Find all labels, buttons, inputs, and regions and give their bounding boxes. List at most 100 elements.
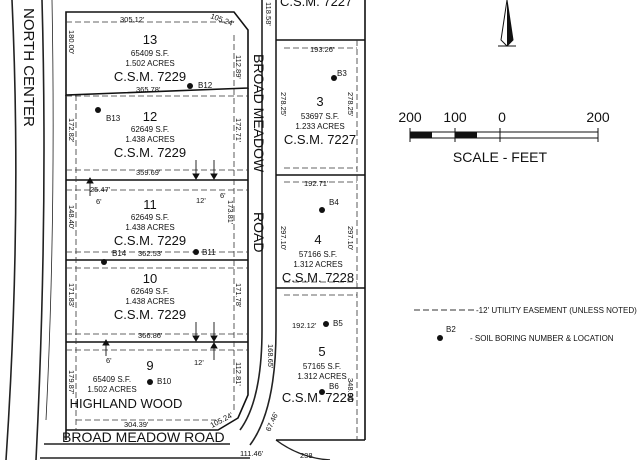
dim-side-172-71: 172.71' bbox=[234, 118, 243, 143]
legend: -12' UTILITY EASEMENT (UNLESS NOTED) B2 … bbox=[414, 306, 637, 343]
lot-csm: C.S.M. 7229 bbox=[114, 69, 186, 84]
lot-csm: C.S.M. 7229 bbox=[114, 233, 186, 248]
scale-tick-label: 200 bbox=[586, 109, 610, 125]
lot-number: 4 bbox=[314, 232, 321, 247]
dim-line-366: 366.86' bbox=[138, 331, 163, 340]
lot-3: 3 53697 S.F. 1.233 ACRES C.S.M. 7227 bbox=[284, 94, 356, 147]
dim-6-a: 6' bbox=[220, 191, 226, 200]
dim-r-192-71: 192.71' bbox=[304, 179, 329, 188]
dim-side-148: 148.40' bbox=[67, 205, 76, 230]
dim-r-192-12: 192.12' bbox=[292, 321, 317, 330]
boring-b4: B4 bbox=[319, 198, 339, 213]
boring-label: B11 bbox=[202, 248, 216, 257]
lot-csm: C.S.M. 7228 bbox=[282, 270, 354, 285]
boring-b6: B6 bbox=[319, 382, 339, 395]
lot-acres: 1.312 ACRES bbox=[293, 260, 342, 269]
broad-meadow-bottom-label: BROAD MEADOW ROAD bbox=[62, 429, 225, 445]
lot-area-sf: 65409 S.F. bbox=[93, 375, 131, 384]
dim-r-168: 168.65' bbox=[266, 344, 275, 369]
lot-11: 11 62649 S.F. 1.438 ACRES C.S.M. 7229 bbox=[114, 197, 186, 248]
lot-acres: 1.312 ACRES bbox=[297, 372, 346, 381]
boring-b3: B3 bbox=[331, 69, 347, 81]
north-arrow-icon bbox=[498, 0, 516, 47]
dimension-labels: 305.12' 105.24' 118.58' 180.00' 112.89' … bbox=[67, 2, 355, 460]
lot-acres: 1.502 ACRES bbox=[125, 59, 174, 68]
dim-side-112-top: 112.89' bbox=[234, 55, 243, 79]
dim-line-362: 362.53' bbox=[138, 249, 163, 258]
boring-b14: B14 bbox=[101, 249, 127, 265]
boring-label: B4 bbox=[329, 198, 339, 207]
lot-csm: C.S.M. 7228 bbox=[282, 390, 354, 405]
dim-top-305: 305.12' bbox=[120, 15, 145, 24]
boring-legend-label: - SOIL BORING NUMBER & LOCATION bbox=[470, 334, 614, 343]
dim-12-a: 12' bbox=[196, 196, 206, 205]
boring-b13: B13 bbox=[95, 107, 121, 123]
easement-legend-label: -12' UTILITY EASEMENT (UNLESS NOTED) bbox=[476, 306, 637, 315]
lot-area-sf: 65409 S.F. bbox=[131, 49, 169, 58]
dim-top-105: 105.24' bbox=[209, 11, 236, 28]
lot-acres: 1.502 ACRES bbox=[87, 385, 136, 394]
broad-meadow-road-bottom bbox=[40, 439, 331, 460]
lot-area-sf: 53697 S.F. bbox=[301, 112, 339, 121]
lot-lines-west bbox=[65, 11, 249, 440]
scale-tick-label: 200 bbox=[398, 109, 422, 125]
dim-r-278-a: 278.25' bbox=[279, 92, 288, 117]
boring-label: B3 bbox=[337, 69, 347, 78]
north-center-label: NORTH CENTER bbox=[20, 8, 37, 127]
lot-number: 12 bbox=[143, 109, 157, 124]
lot-acres: 1.233 ACRES bbox=[295, 122, 344, 131]
lot-13: 13 65409 S.F. 1.502 ACRES C.S.M. 7229 bbox=[114, 32, 186, 84]
lot-9: 9 65409 S.F. 1.502 ACRES HIGHLAND WOOD bbox=[70, 358, 183, 411]
dim-side-179: 179.87' bbox=[67, 370, 76, 395]
dim-6-c: 6' bbox=[106, 356, 112, 365]
boring-legend-id: B2 bbox=[446, 325, 456, 334]
dim-12-b: 12' bbox=[194, 358, 204, 367]
dim-r-297-b: 297.10' bbox=[346, 226, 355, 251]
lot-number: 3 bbox=[316, 94, 323, 109]
dim-side-180: 180.00' bbox=[67, 30, 76, 55]
lot-acres: 1.438 ACRES bbox=[125, 135, 174, 144]
easement-lines-east bbox=[284, 40, 358, 440]
lot-csm: C.S.M. 7227 bbox=[284, 132, 356, 147]
dim-side-171-78: 171.78' bbox=[234, 283, 243, 308]
lot-number: 11 bbox=[143, 197, 157, 212]
lot-12: 12 62649 S.F. 1.438 ACRES C.S.M. 7229 bbox=[114, 109, 186, 160]
dimension-arrows bbox=[86, 160, 218, 360]
scale-bar: 200 100 0 200 SCALE - FEET bbox=[398, 109, 610, 165]
dim-top-118: 118.58' bbox=[264, 2, 273, 26]
boring-label: B5 bbox=[333, 319, 343, 328]
lot-4: 4 57166 S.F. 1.312 ACRES C.S.M. 7228 bbox=[282, 232, 354, 285]
dim-bottom-304: 304.39' bbox=[124, 420, 149, 429]
boring-label: B14 bbox=[112, 249, 127, 258]
boring-b12: B12 bbox=[187, 81, 213, 90]
lot-5: 5 57165 S.F. 1.312 ACRES C.S.M. 7228 bbox=[282, 344, 354, 405]
boring-b11: B11 bbox=[193, 248, 216, 257]
broad-meadow-vertical-label: BROAD MEADOW bbox=[251, 54, 267, 173]
dim-line-359: 359.69' bbox=[136, 168, 161, 177]
lot-lines-east bbox=[276, 0, 366, 441]
dim-r-278-b: 278.25' bbox=[346, 92, 355, 117]
dim-side-173: 173.81' bbox=[226, 200, 235, 225]
lot-number: 10 bbox=[143, 271, 157, 286]
lot-area-sf: 62649 S.F. bbox=[131, 213, 169, 222]
lot-csm: HIGHLAND WOOD bbox=[70, 396, 183, 411]
lot-acres: 1.438 ACRES bbox=[125, 297, 174, 306]
lot-number: 9 bbox=[146, 358, 153, 373]
lot-area-sf: 57166 S.F. bbox=[299, 250, 337, 259]
lot-area-sf: 57165 S.F. bbox=[303, 362, 341, 371]
lot-number: 13 bbox=[143, 32, 157, 47]
lot-number: 5 bbox=[318, 344, 325, 359]
boring-b5: B5 bbox=[323, 319, 343, 328]
dim-r-193: 193.26' bbox=[310, 45, 335, 54]
lot-csm: C.S.M. 7229 bbox=[114, 145, 186, 160]
boring-b10: B10 bbox=[147, 377, 172, 386]
scale-label: SCALE - FEET bbox=[453, 149, 548, 165]
boring-label: B12 bbox=[198, 81, 213, 90]
top-right-csm-label: C.S.M. 7227 bbox=[280, 0, 352, 9]
dim-r-297: 297.10' bbox=[279, 226, 288, 251]
dim-side-112-bot: 112.81' bbox=[234, 362, 243, 386]
boring-label: B6 bbox=[329, 382, 339, 391]
broad-meadow-road bbox=[239, 0, 277, 446]
lot-acres: 1.438 ACRES bbox=[125, 223, 174, 232]
